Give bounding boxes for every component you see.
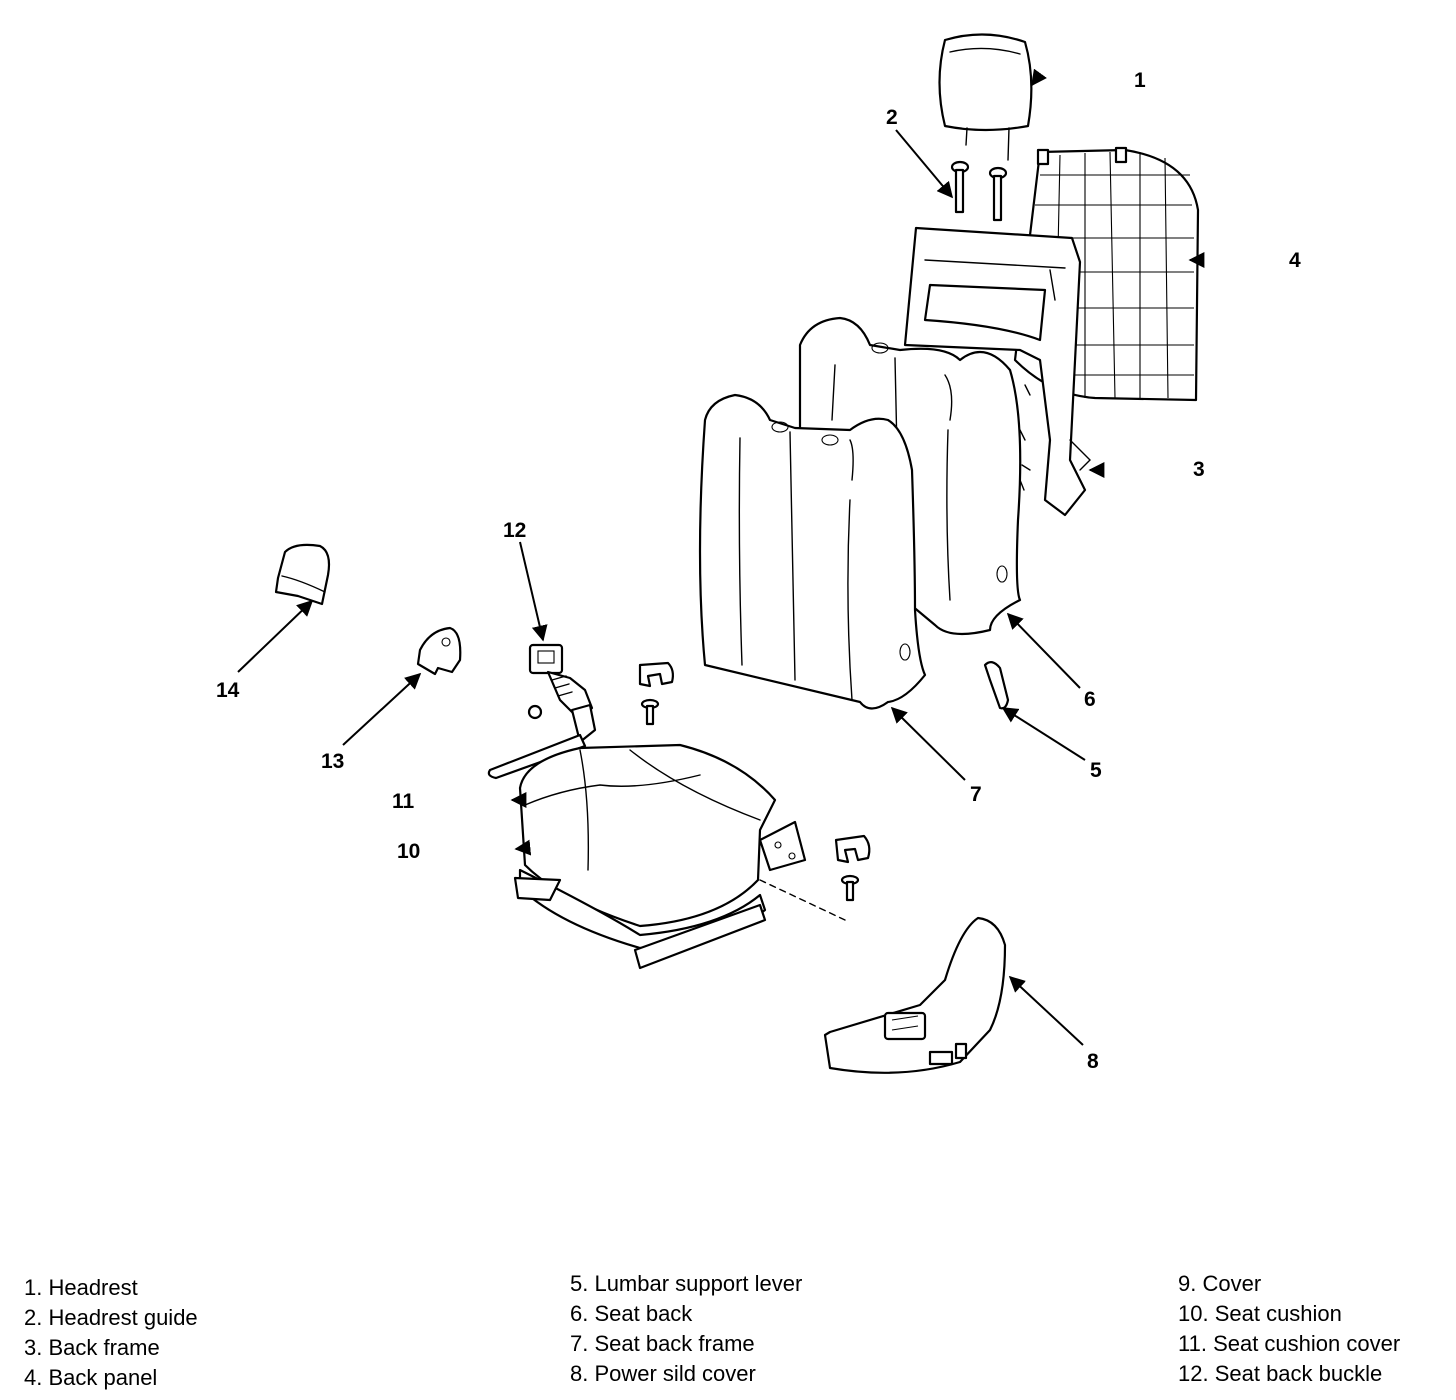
leader-line-8 — [1008, 975, 1084, 1046]
callout-13: 13 — [321, 750, 344, 773]
legend-item: 8. Power sild cover — [570, 1361, 756, 1386]
leader-line-6 — [1006, 612, 1081, 689]
leader-line-7 — [890, 706, 966, 781]
seat-back-buckle — [487, 643, 597, 780]
legend-item: 2. Headrest guide — [24, 1305, 198, 1330]
legend-item: 1. Headrest — [24, 1275, 138, 1300]
legend-item: 10. Seat cushion — [1178, 1301, 1342, 1326]
cover-clip — [638, 661, 871, 864]
bolt — [640, 698, 860, 902]
back-frame — [903, 226, 1091, 517]
callout-6: 6 — [1084, 688, 1096, 711]
leader-line-13 — [342, 672, 422, 746]
cover-14 — [274, 543, 331, 606]
leader-line-2 — [895, 129, 954, 199]
legend-column-2: 5. Lumbar support lever 6. Seat back 7. … — [570, 1269, 802, 1389]
callout-4: 4 — [1289, 249, 1301, 272]
callout-2: 2 — [886, 106, 898, 129]
legend-item: 3. Back frame — [24, 1335, 160, 1360]
callout-11: 11 — [392, 790, 415, 813]
legend-column-1: 1. Headrest 2. Headrest guide 3. Back fr… — [24, 1273, 198, 1393]
callout-14: 14 — [216, 679, 240, 702]
callout-12: 12 — [503, 519, 526, 542]
power-sild-cover — [823, 916, 1007, 1074]
seat-cushion — [513, 743, 846, 970]
legend-item: 12. Seat back buckle — [1178, 1361, 1383, 1386]
callout-5: 5 — [1090, 759, 1102, 782]
cover-13 — [416, 626, 462, 676]
legend-item: 11. Seat cushion cover — [1178, 1331, 1401, 1356]
leader-line-5 — [1001, 707, 1086, 761]
lumbar-support-lever — [983, 661, 1010, 710]
headrest — [938, 33, 1033, 161]
leader-line-10 — [514, 839, 532, 856]
callout-1: 1 — [1134, 69, 1146, 92]
callout-3: 3 — [1193, 458, 1205, 481]
callout-10: 10 — [397, 840, 420, 863]
callout-8: 8 — [1087, 1050, 1099, 1073]
legend-item: 6. Seat back — [570, 1301, 693, 1326]
legend-item: 5. Lumbar support lever — [570, 1271, 803, 1296]
leader-line-1 — [1031, 68, 1047, 87]
leader-line-14 — [237, 599, 314, 673]
leader-line-12 — [519, 541, 548, 642]
seat-exploded-diagram: 1 2 4 3 12 14 6 13 5 7 11 10 8 — [216, 33, 1301, 1074]
legend-item: 9. Cover — [1178, 1271, 1262, 1296]
headrest-guide — [950, 160, 1008, 222]
legend-item: 4. Back panel — [24, 1365, 158, 1390]
legend-item: 7. Seat back frame — [570, 1331, 755, 1356]
legend-column-3: 9. Cover 10. Seat cushion 11. Seat cushi… — [1178, 1269, 1400, 1389]
seat-back-frame — [698, 393, 927, 710]
callout-7: 7 — [970, 783, 982, 806]
